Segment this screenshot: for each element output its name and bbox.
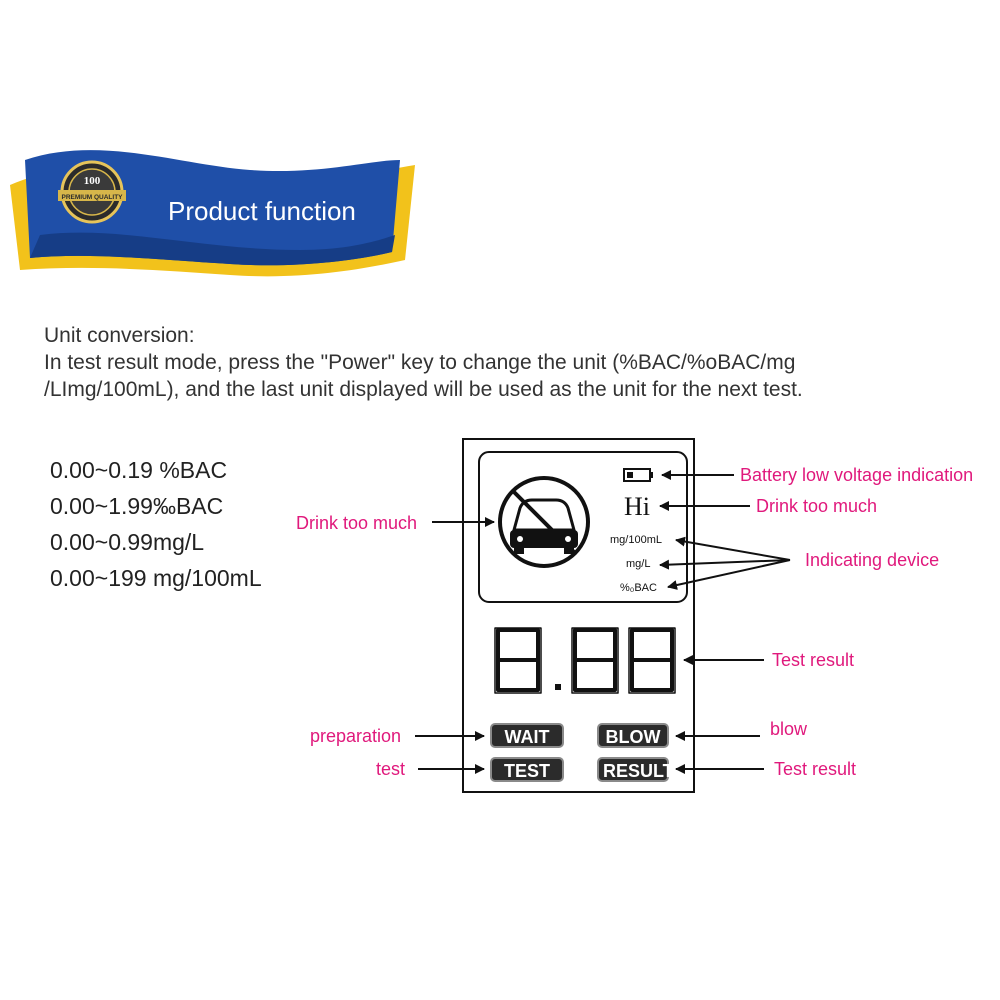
badge-top-text: 100 (84, 175, 101, 187)
callout-drink-left: Drink too much (296, 513, 418, 533)
range-item: 0.00~1.99‰BAC (50, 493, 224, 519)
unit-mg-100ml: mg/100mL (610, 534, 662, 546)
callout-test-result-bottom: Test result (774, 759, 857, 779)
measurement-ranges: 0.00~0.19 %BAC 0.00~1.99‰BAC 0.00~0.99mg… (50, 452, 262, 596)
callout-test: test (376, 759, 406, 779)
test-tag: TEST (490, 757, 564, 782)
callout-drink-right: Drink too much (756, 496, 878, 516)
lcd-outer-frame (462, 438, 695, 793)
range-item: 0.00~0.19 %BAC (50, 457, 228, 483)
blow-tag: BLOW (597, 723, 669, 748)
badge-middle-text: PREMIUM QUALITY (61, 194, 123, 201)
quality-badge-icon (58, 160, 126, 224)
intro-heading: Unit conversion: (44, 324, 195, 347)
product-function-banner: 100 PREMIUM QUALITY (10, 150, 415, 277)
lcd-upper-panel (478, 451, 688, 603)
range-item: 0.00~199 mg/100mL (50, 565, 262, 591)
arrow-indicating-1 (675, 536, 791, 561)
callout-indicating: Indicating device (805, 550, 940, 570)
callout-test-result-top: Test result (772, 650, 855, 670)
unit-conversion-text: Unit conversion: In test result mode, pr… (44, 322, 974, 403)
unit-bac: %₀BAC (620, 582, 657, 594)
intro-line-1: In test result mode, press the "Power" k… (44, 351, 796, 374)
callout-preparation: preparation (310, 726, 402, 746)
intro-line-2: /LImg/100mL), and the last unit displaye… (44, 378, 803, 401)
hi-indicator: Hi (624, 492, 650, 521)
callout-blow: blow (770, 719, 808, 739)
decimal-point (555, 684, 561, 690)
seven-segment-display (494, 627, 676, 694)
wait-tag: WAIT (490, 723, 564, 748)
banner-title: Product function (168, 196, 356, 226)
unit-mg-l: mg/L (626, 558, 651, 570)
arrow-indicating-2 (659, 559, 791, 570)
no-car-icon (498, 476, 590, 568)
range-item: 0.00~0.99mg/L (50, 529, 205, 555)
result-tag: RESULT (597, 757, 674, 782)
battery-icon (623, 468, 653, 482)
callout-battery: Battery low voltage indication (740, 465, 974, 485)
arrow-indicating-3 (667, 559, 791, 590)
